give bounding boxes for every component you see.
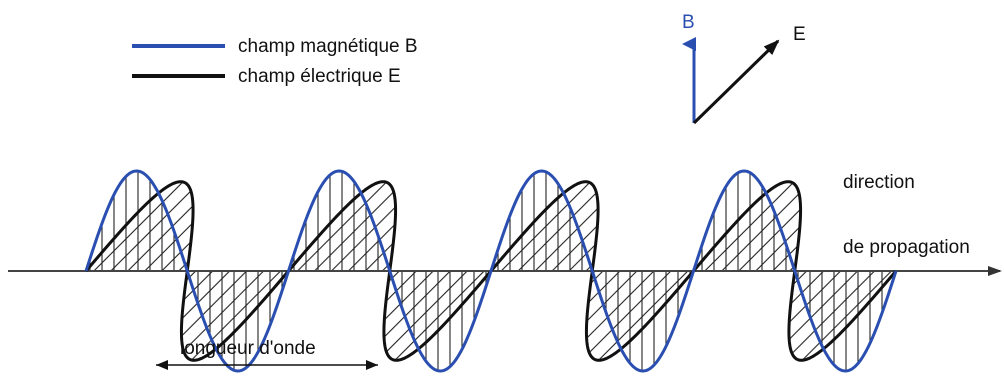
legend-electric-label: champ électrique E xyxy=(238,66,401,87)
wavelength-indicator: longueur d'onde xyxy=(156,338,378,370)
e-vector-arrow xyxy=(692,39,780,125)
b-vector-label: B xyxy=(682,12,695,33)
wavelength-arrowhead-right xyxy=(366,360,378,370)
legend-magnetic-label: champ magnétique B xyxy=(238,36,418,57)
wavelength-label: longueur d'onde xyxy=(180,338,316,359)
wave-curves xyxy=(84,169,898,373)
propagation-label: direction de propagation xyxy=(843,172,970,258)
propagation-label-line2: de propagation xyxy=(843,237,970,258)
legend: champ magnétique B champ électrique E xyxy=(132,36,418,87)
propagation-label-line1: direction xyxy=(843,172,915,193)
wavelength-arrowhead-left xyxy=(156,360,168,370)
field-orientation-indicator: B E xyxy=(682,12,806,125)
e-vector-label: E xyxy=(793,24,806,45)
magnetic-field-curve xyxy=(84,169,898,373)
